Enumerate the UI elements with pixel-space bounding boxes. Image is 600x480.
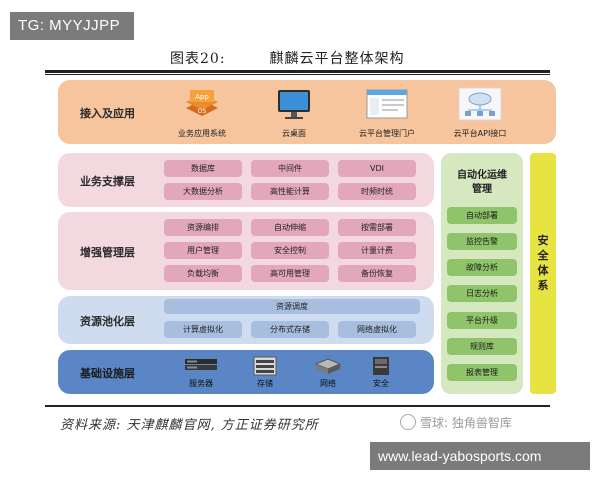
support-pill: 时频时统 xyxy=(338,183,416,200)
ops-pill: 日志分析 xyxy=(447,285,517,302)
support-pill: 大数据分析 xyxy=(164,183,242,200)
figure-title-text: 麒麟云平台整体架构 xyxy=(269,51,405,67)
access-item-business-apps: App OS 业务应用系统 xyxy=(158,86,246,139)
management-pill: 自动伸缩 xyxy=(251,219,329,236)
management-pill: 备份恢复 xyxy=(338,265,416,282)
figure-title: 图表20: 麒麟云平台整体架构 xyxy=(170,48,405,68)
security-label: 安全体系 xyxy=(537,234,549,292)
access-item-cloud-desktop: 云桌面 xyxy=(250,86,338,139)
management-layer-label: 增强管理层 xyxy=(80,246,135,259)
access-layer: 接入及应用 App OS 业务应用系统 云桌面 xyxy=(58,80,556,144)
ops-pill: 故障分析 xyxy=(447,259,517,276)
access-layer-label: 接入及应用 xyxy=(80,107,135,120)
access-item-caption: 云平台管理门户 xyxy=(359,129,415,138)
infra-layer-label: 基础设施层 xyxy=(80,367,135,380)
access-item-caption: 云平台API接口 xyxy=(453,129,507,138)
infra-item-server: 服务器 xyxy=(176,356,226,389)
monitor-icon xyxy=(276,86,312,122)
figure-number: 图表20: xyxy=(170,51,226,67)
security-column: 安全体系 xyxy=(530,153,556,394)
bottom-rule xyxy=(45,405,550,407)
snowball-icon xyxy=(400,414,416,430)
infra-item-caption: 存储 xyxy=(257,379,273,388)
ops-title-line1: 自动化运维 xyxy=(457,170,507,181)
pool-layer: 资源池化层 资源调度 计算虚拟化 分布式存储 网络虚拟化 xyxy=(58,296,434,344)
top-rule-thin xyxy=(45,74,550,75)
resource-scheduling-bar: 资源调度 xyxy=(164,299,420,314)
infra-item-network: 网络 xyxy=(303,356,353,389)
support-pill: 中间件 xyxy=(251,160,329,177)
security-device-icon xyxy=(372,356,390,376)
ops-title-line2: 管理 xyxy=(472,184,492,195)
management-pill: 安全控制 xyxy=(251,242,329,259)
infra-item-caption: 安全 xyxy=(373,379,389,388)
ops-title: 自动化运维 管理 xyxy=(441,169,523,197)
infra-item-security: 安全 xyxy=(356,356,406,389)
access-item-mgmt-portal: 云平台管理门户 xyxy=(343,86,431,139)
access-item-caption: 业务应用系统 xyxy=(178,129,226,138)
storage-icon xyxy=(252,356,278,376)
management-pill: 用户管理 xyxy=(164,242,242,259)
ops-pill: 监控告警 xyxy=(447,233,517,250)
infra-layer: 基础设施层 服务器 存储 xyxy=(58,350,434,394)
pool-pill: 分布式存储 xyxy=(251,321,329,338)
access-item-caption: 云桌面 xyxy=(282,129,306,138)
support-layer-label: 业务支撑层 xyxy=(80,175,135,188)
browser-window-icon xyxy=(365,86,409,122)
pool-pill: 计算虚拟化 xyxy=(164,321,242,338)
ops-pill: 自动部署 xyxy=(447,207,517,224)
watermark-text: 雪球: 独角兽智库 xyxy=(420,416,512,430)
ops-pill: 规则库 xyxy=(447,338,517,355)
ops-pill: 平台升级 xyxy=(447,312,517,329)
watermark: 雪球: 独角兽智库 xyxy=(400,414,512,431)
support-pill: VDI xyxy=(338,160,416,177)
infra-item-caption: 服务器 xyxy=(189,379,213,388)
cloud-network-icon xyxy=(458,86,502,122)
app-stack-icon: App OS xyxy=(182,86,222,122)
management-pill: 资源编排 xyxy=(164,219,242,236)
source-note: 资料来源: 天津麒麟官网, 方正证券研究所 xyxy=(60,418,319,433)
top-rule xyxy=(45,70,550,73)
management-pill: 按需部署 xyxy=(338,219,416,236)
management-layer: 增强管理层 资源编排 自动伸缩 按需部署 用户管理 安全控制 计量计费 负载均衡… xyxy=(58,212,434,290)
network-device-icon xyxy=(314,356,342,376)
pool-pill: 网络虚拟化 xyxy=(338,321,416,338)
support-pill: 数据库 xyxy=(164,160,242,177)
infra-item-caption: 网络 xyxy=(320,379,336,388)
management-pill: 高可用管理 xyxy=(251,265,329,282)
support-layer: 业务支撑层 数据库 中间件 VDI 大数据分析 高性能计算 时频时统 xyxy=(58,153,434,207)
server-icon xyxy=(184,356,218,376)
pool-layer-label: 资源池化层 xyxy=(80,315,135,328)
support-pill: 高性能计算 xyxy=(251,183,329,200)
access-item-api: 云平台API接口 xyxy=(436,86,524,139)
management-pill: 负载均衡 xyxy=(164,265,242,282)
management-pill: 计量计费 xyxy=(338,242,416,259)
ops-panel: 自动化运维 管理 自动部署 监控告警 故障分析 日志分析 平台升级 规则库 报表… xyxy=(441,153,523,394)
url-overlay: www.lead-yabosports.com xyxy=(370,442,590,470)
overlay-tag: TG: MYYJJPP xyxy=(10,12,134,40)
ops-pill: 报表管理 xyxy=(447,364,517,381)
app-icon-bottom-text: OS xyxy=(198,108,207,115)
app-icon-top-text: App xyxy=(195,93,209,101)
infra-item-storage: 存储 xyxy=(240,356,290,389)
